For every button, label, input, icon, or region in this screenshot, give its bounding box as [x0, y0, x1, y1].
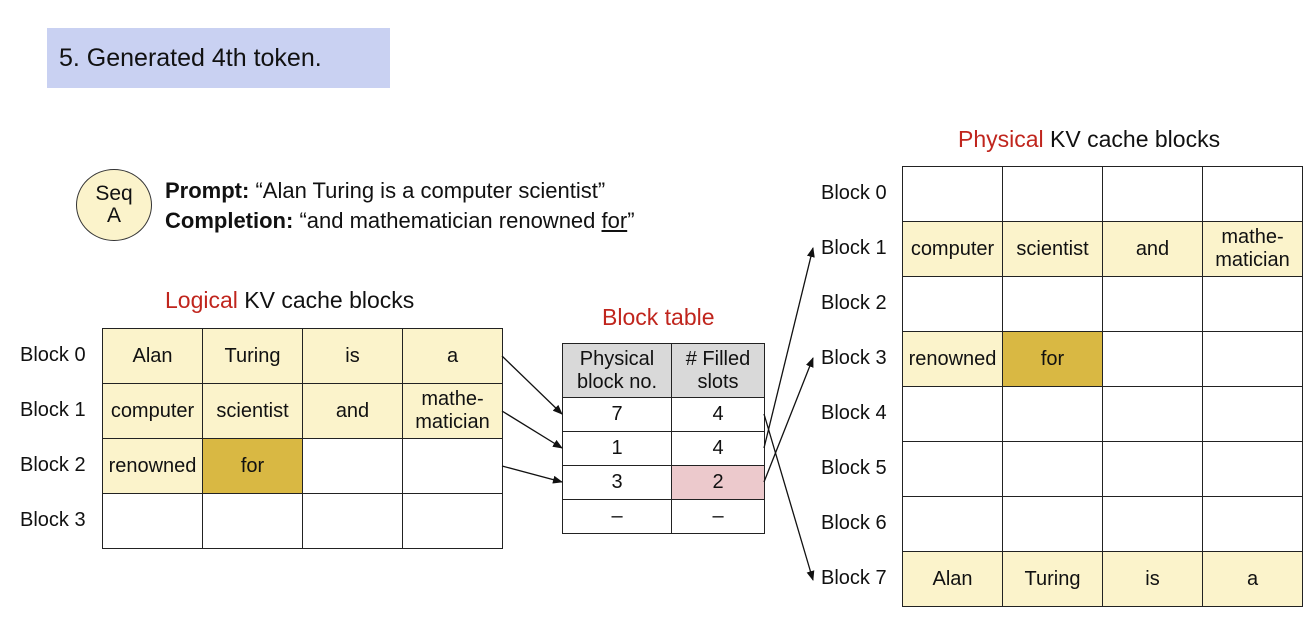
logical-cell: a: [402, 328, 503, 384]
physical-cell: [1202, 331, 1303, 387]
logical-section-title: Logical KV cache blocks: [165, 287, 414, 314]
physical-section-title: Physical KV cache blocks: [958, 126, 1220, 153]
logical-cell: and: [302, 383, 403, 439]
sequence-badge-line1: Seq: [95, 181, 133, 205]
physical-cell: [1002, 441, 1103, 497]
block-table-filled-cell: –: [671, 499, 765, 534]
physical-cell: and: [1102, 221, 1203, 277]
completion-line: Completion: “and mathematician renowned …: [165, 206, 635, 236]
physical-cell: Alan: [902, 551, 1003, 607]
logical-row-label: Block 1: [20, 398, 86, 421]
header-physical-line2: block no.: [576, 370, 658, 393]
physical-row-label: Block 6: [821, 511, 887, 534]
physical-row: [902, 276, 1303, 332]
physical-cell: [1202, 386, 1303, 442]
completion-label: Completion:: [165, 208, 294, 233]
logical-row-label: Block 3: [20, 508, 86, 531]
physical-row: [902, 166, 1303, 222]
completion-text: “and mathematician renowned: [299, 208, 602, 233]
logical-cell: renowned: [102, 438, 203, 494]
physical-row-label: Block 4: [821, 401, 887, 424]
logical-cell: [202, 493, 303, 549]
completion-end-quote: ”: [627, 208, 635, 233]
physical-row: [902, 386, 1303, 442]
logical-cell: Alan: [102, 328, 203, 384]
slide-title-text: 5. Generated 4th token.: [59, 43, 322, 72]
logical-cell: [302, 493, 403, 549]
physical-cell: [1102, 166, 1203, 222]
physical-cell: [1002, 386, 1103, 442]
block-table-header-physical: Physical block no.: [562, 343, 672, 398]
physical-cell: [1202, 496, 1303, 552]
logical-cell: [402, 493, 503, 549]
physical-row-label: Block 2: [821, 291, 887, 314]
arrow-table0-to-block7: [763, 413, 815, 581]
physical-cell: [1202, 166, 1303, 222]
physical-row-label: Block 1: [821, 236, 887, 259]
sequence-badge: Seq A: [76, 169, 152, 241]
completion-new-token: for: [601, 208, 628, 233]
logical-cell: computer: [102, 383, 203, 439]
header-filled-line2: slots: [697, 370, 739, 393]
physical-row: [902, 441, 1303, 497]
logical-row-label: Block 2: [20, 453, 86, 476]
sequence-badge-line2: A: [106, 204, 121, 227]
logical-cell: Turing: [202, 328, 303, 384]
physical-cell: [1202, 441, 1303, 497]
physical-cell: Turing: [1002, 551, 1103, 607]
arrow-table2-to-block3: [763, 357, 814, 483]
logical-row-label: Block 0: [20, 343, 86, 366]
physical-cell: [1202, 276, 1303, 332]
logical-cell: [302, 438, 403, 494]
prompt-label: Prompt:: [165, 178, 250, 203]
logical-cell: scientist: [202, 383, 303, 439]
prompt-completion-text: Prompt: “Alan Turing is a computer scien…: [165, 176, 635, 236]
physical-row-label: Block 5: [821, 456, 887, 479]
physical-cell: renowned: [902, 331, 1003, 387]
physical-row-label: Block 0: [821, 181, 887, 204]
physical-cell: a: [1202, 551, 1303, 607]
header-physical-line1: Physical: [579, 347, 655, 370]
arrow-logical0-to-table: [501, 355, 563, 415]
arrow-logical1-to-table: [501, 410, 563, 449]
logical-row: [102, 493, 503, 549]
header-filled-line1: # Filled: [685, 347, 751, 370]
logical-title-highlight: Logical: [165, 287, 238, 313]
physical-cell: for: [1002, 331, 1103, 387]
physical-cell: scientist: [1002, 221, 1103, 277]
block-table-row: ––: [562, 499, 765, 534]
block-table-title: Block table: [602, 304, 715, 330]
physical-cell: is: [1102, 551, 1203, 607]
physical-cell: [1002, 276, 1103, 332]
slide-title: 5. Generated 4th token.: [47, 28, 390, 88]
arrow-logical2-to-table: [501, 465, 563, 484]
physical-row-label: Block 3: [821, 346, 887, 369]
prompt-text: “Alan Turing is a computer scientist”: [255, 178, 606, 203]
physical-title-highlight: Physical: [958, 126, 1044, 152]
logical-title-rest: KV cache blocks: [237, 287, 415, 313]
arrow-table1-to-block1: [763, 247, 815, 449]
physical-cell: [902, 441, 1003, 497]
prompt-line: Prompt: “Alan Turing is a computer scien…: [165, 176, 635, 206]
physical-cell: [1102, 276, 1203, 332]
physical-cell: [1002, 166, 1103, 222]
physical-cell: mathe-matician: [1202, 221, 1303, 277]
logical-cell: is: [302, 328, 403, 384]
logical-cell: [402, 438, 503, 494]
physical-title-rest: KV cache blocks: [1043, 126, 1221, 152]
physical-row-label: Block 7: [821, 566, 887, 589]
block-table-filled-cell: 2: [671, 465, 765, 500]
